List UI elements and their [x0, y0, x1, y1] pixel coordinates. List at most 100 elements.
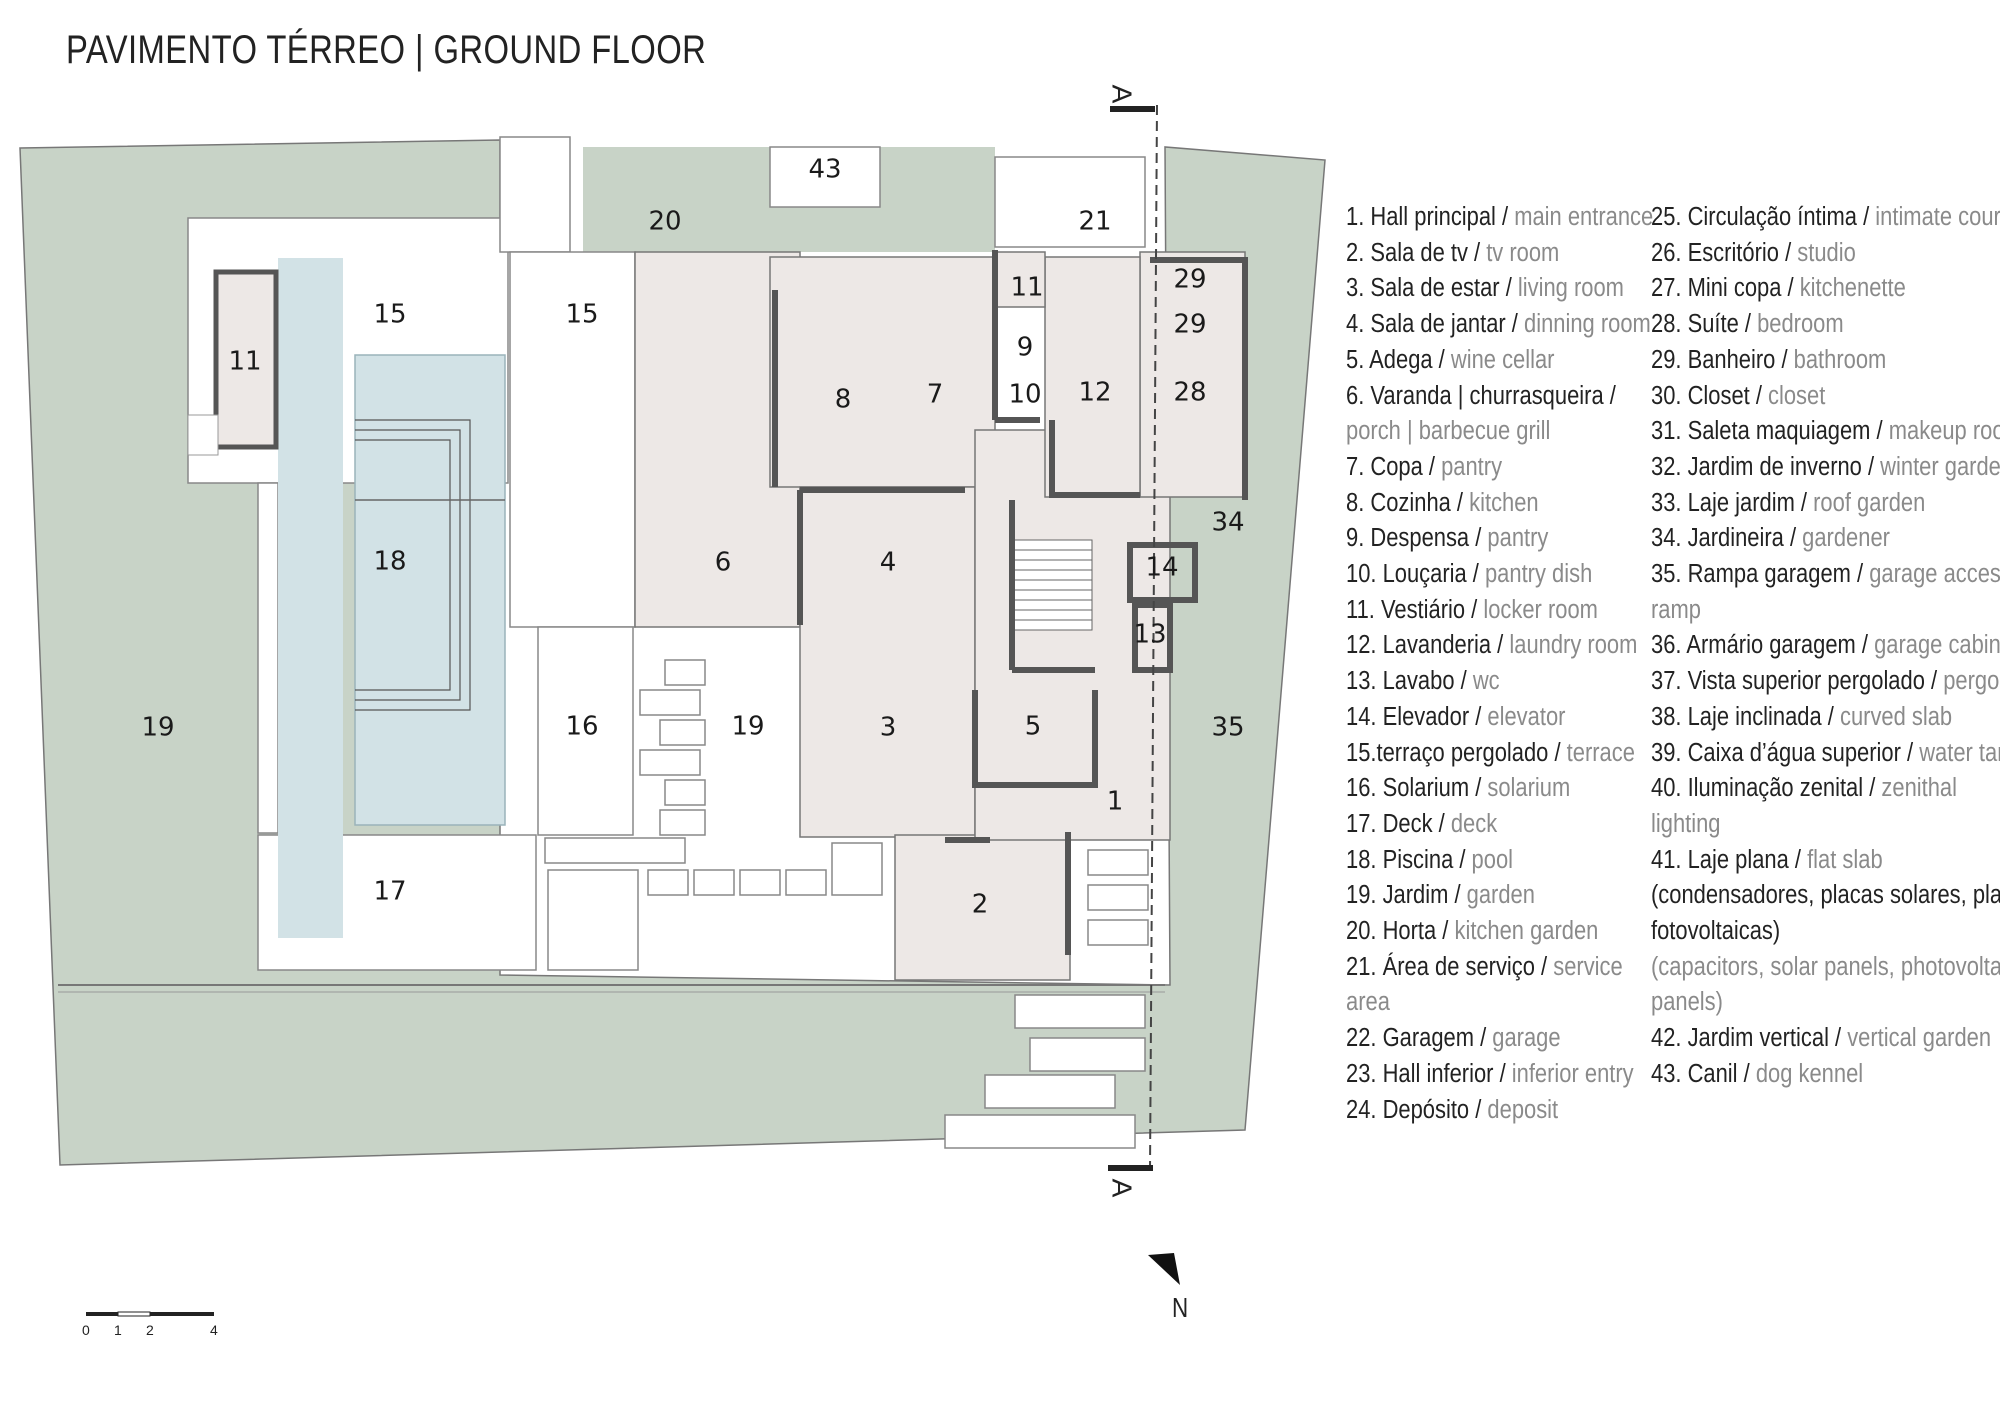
room-number-label: 9 — [1017, 333, 1034, 363]
stone — [1087, 919, 1149, 946]
stairs-interior — [1011, 539, 1093, 631]
legend-item: 43. Canil / dog kennel — [1651, 1057, 1951, 1093]
locker-left — [187, 269, 279, 456]
legend-item-pt: 41. Laje plana / — [1651, 845, 1801, 874]
legend-item: 9. Despensa / pantry — [1346, 521, 1646, 557]
legend-item-en: deck — [1444, 809, 1498, 838]
north-arrow-icon — [1148, 1253, 1180, 1285]
legend-item-en: bathroom — [1787, 345, 1887, 374]
legend-item-en: closet — [1761, 381, 1826, 410]
legend-item: 32. Jardim de inverno / winter garden — [1651, 450, 2000, 486]
stone — [639, 749, 701, 776]
legend-item-pt: 12. Lavanderia / — [1346, 631, 1504, 660]
scale-bar-segment — [150, 1312, 214, 1316]
kennel — [769, 146, 881, 208]
scale-bar-segment — [117, 1311, 151, 1317]
legend-item-pt: (condensadores, placas solares, placas — [1651, 881, 2000, 910]
legend-item: 11. Vestiário / locker room — [1346, 593, 1646, 629]
legend-item-en: kitchenette — [1793, 274, 1906, 303]
legend-item: lighting — [1651, 807, 1951, 843]
stone — [659, 809, 706, 836]
legend-item-pt: 36. Armário garagem / — [1651, 631, 1868, 660]
plan-title: PAVIMENTO TÉRREO | GROUND FLOOR — [66, 28, 707, 72]
legend-item-pt: 18. Piscina / — [1346, 845, 1466, 874]
room-number-label: 43 — [808, 155, 841, 185]
dining-living — [799, 486, 976, 838]
legend-item: 28. Suíte / bedroom — [1651, 307, 1951, 343]
room-number-label: 8 — [835, 385, 852, 415]
stepping-stones — [544, 659, 1149, 1149]
room-number-label: 34 — [1211, 508, 1244, 538]
legend-item: 6. Varanda | churrasqueira / — [1346, 379, 1646, 415]
legend-item-pt: 43. Canil / — [1651, 1059, 1750, 1088]
legend-item-en: living room — [1511, 274, 1624, 303]
legend-item-pt: 19. Jardim / — [1346, 881, 1461, 910]
legend-item: 17. Deck / deck — [1346, 807, 1646, 843]
legend-item-en: (capacitors, solar panels, photovoltaic — [1651, 952, 2000, 981]
legend-item-en: porch | barbecue grill — [1346, 417, 1551, 446]
stone — [831, 842, 883, 896]
legend-item-en: gardener — [1796, 524, 1890, 553]
stone — [647, 869, 689, 896]
section-label-top: A — [1106, 84, 1138, 104]
legend-item-en: zenithal — [1875, 774, 1957, 803]
legend-item: 31. Saleta maquiagem / makeup room — [1651, 414, 2000, 450]
room-number-label: 21 — [1078, 207, 1111, 237]
legend-item-pt: 27. Mini copa / — [1651, 274, 1794, 303]
room-number-label: 2 — [972, 890, 989, 920]
wall-storage — [992, 250, 1040, 423]
room-number-label: 10 — [1008, 380, 1041, 410]
legend-item: 18. Piscina / pool — [1346, 843, 1646, 879]
room-number-label: 29 — [1173, 310, 1206, 340]
legend-item-pt: 3. Sala de estar / — [1346, 274, 1512, 303]
legend-item-pt: 31. Saleta maquiagem / — [1651, 417, 1883, 446]
room-number-label: 14 — [1145, 553, 1178, 583]
legend-item: 14. Elevador / elevator — [1346, 700, 1646, 736]
wall-elevator — [1127, 542, 1198, 603]
legend-item-pt: 32. Jardim de inverno / — [1651, 452, 1875, 481]
legend-item-en: roof garden — [1807, 488, 1926, 517]
legend-item-en: panels) — [1651, 988, 1723, 1017]
legend-item: 2. Sala de tv / tv room — [1346, 236, 1646, 272]
stone — [544, 837, 686, 864]
stairs-treads — [1012, 549, 1092, 621]
legend-column-2: 25. Circulação íntima / intimate course 2… — [1651, 200, 2000, 1093]
legend-item: 20. Horta / kitchen garden — [1346, 914, 1646, 950]
north-label: N — [1172, 1292, 1189, 1323]
legend-item: 12. Lavanderia / laundry room — [1346, 628, 1646, 664]
legend-item: 15.terraço pergolado / terrace — [1346, 736, 1646, 772]
legend-item-en: pantry — [1481, 524, 1549, 553]
legend-item-pt: 42. Jardim vertical / — [1651, 1024, 1842, 1053]
legend-item: 16. Solarium / solarium — [1346, 771, 1646, 807]
legend-item-en: pool — [1465, 845, 1514, 874]
legend-item-en: studio — [1791, 238, 1856, 267]
legend-item: area — [1346, 985, 1646, 1021]
legend-item: 25. Circulação íntima / intimate course — [1651, 200, 2000, 236]
legend-item-en: pergola — [1943, 667, 2000, 696]
room-number-label: 11 — [1010, 273, 1043, 303]
wall-dining — [797, 487, 965, 625]
wall-stairs — [1009, 500, 1095, 673]
legend-item: 29. Banheiro / bathroom — [1651, 343, 1951, 379]
room-number-label: 4 — [880, 548, 897, 578]
room-number-label: 1 — [1107, 787, 1124, 817]
legend-item: 13. Lavabo / wc — [1346, 664, 1646, 700]
legend-item-en: laundry room — [1503, 631, 1638, 660]
legend-item-en: dog kennel — [1749, 1059, 1864, 1088]
legend-item-pt: 33. Laje jardim / — [1651, 488, 1808, 517]
legend-item-pt: 24. Depósito / — [1346, 1095, 1482, 1124]
tv-room — [894, 834, 1071, 981]
stone — [1029, 1037, 1146, 1072]
wall-suite — [1150, 257, 1248, 500]
legend-item-en: lighting — [1651, 809, 1721, 838]
legend-item-en: makeup room — [1888, 417, 2000, 446]
legend-item-pt: 28. Suíte / — [1651, 310, 1751, 339]
scale-tick-label: 1 — [114, 1322, 122, 1338]
legend-item-en: locker room — [1477, 595, 1598, 624]
legend-item: (capacitors, solar panels, photovoltaic — [1651, 950, 2000, 986]
kitchen-block — [769, 256, 996, 488]
room-number-label: 12 — [1078, 378, 1111, 408]
pool-lane — [278, 258, 343, 938]
legend-item-en: service — [1547, 952, 1623, 981]
